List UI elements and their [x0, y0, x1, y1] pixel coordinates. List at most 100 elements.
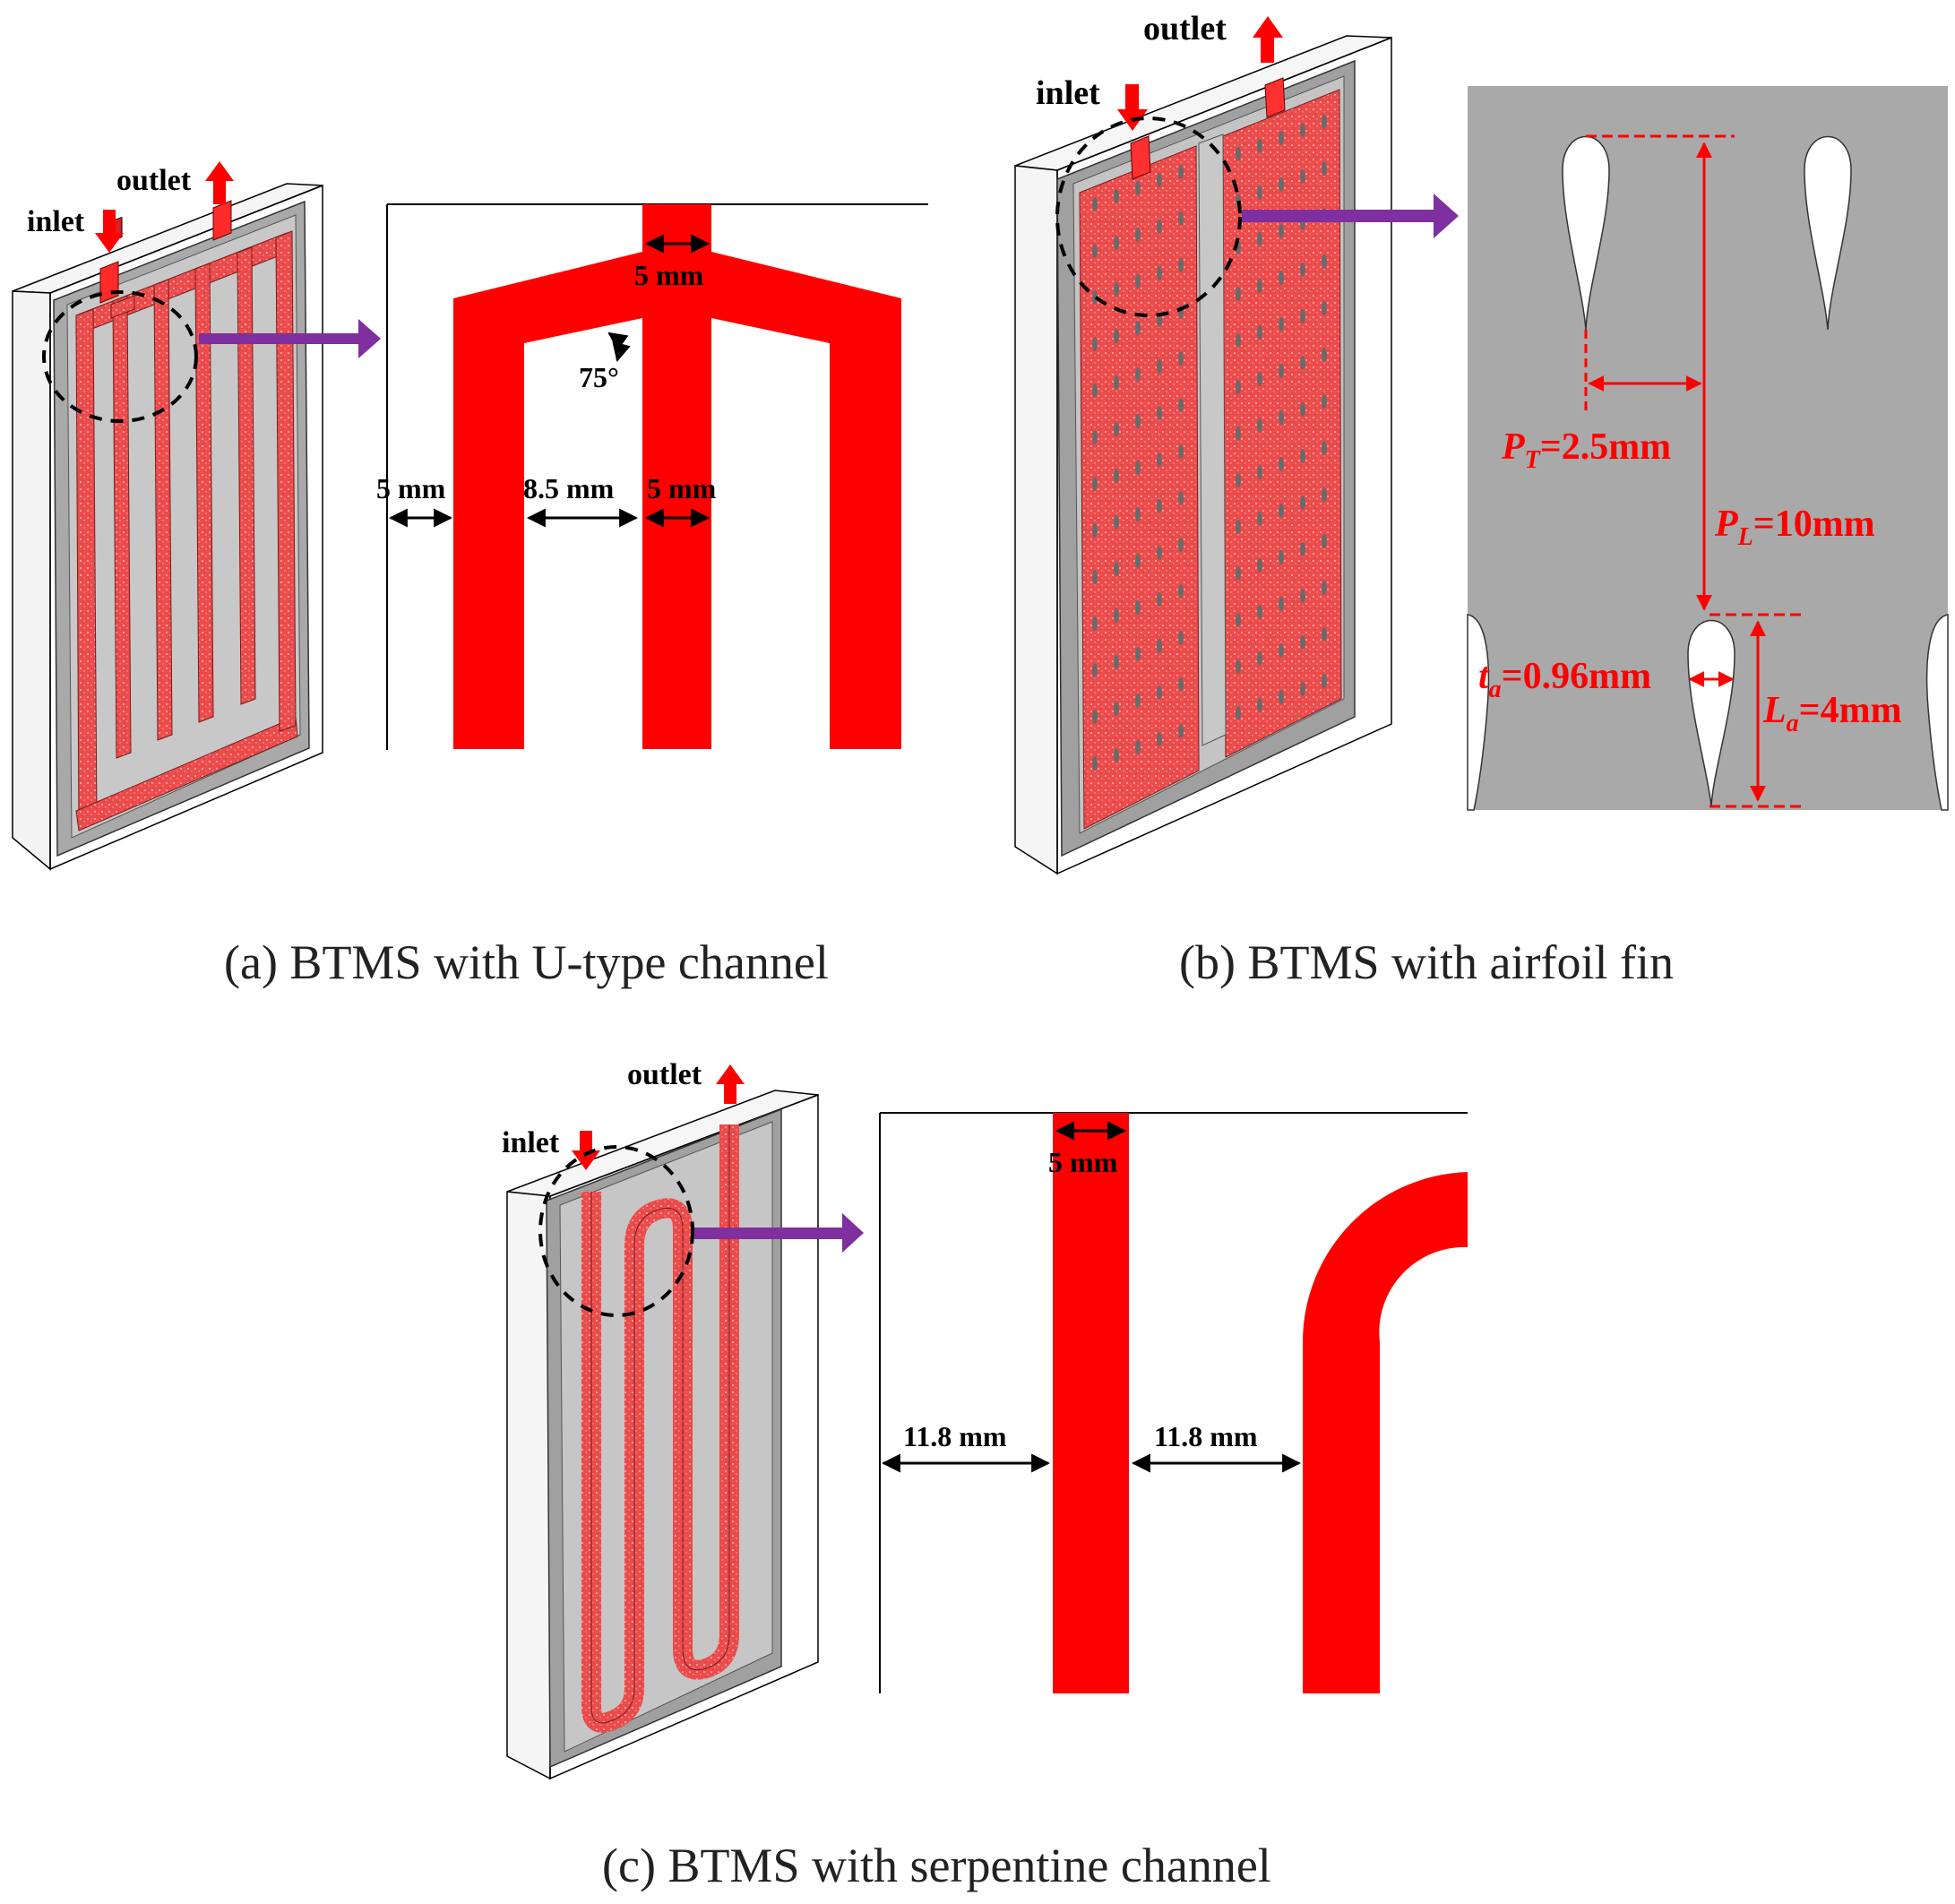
fin-dot	[1114, 469, 1119, 483]
fin-dot	[1157, 499, 1162, 513]
airfoil-fin	[1804, 135, 1852, 331]
fin-dot	[1279, 597, 1284, 611]
fin-dot	[1092, 290, 1098, 305]
fin-dot	[1279, 364, 1284, 378]
panel-a-inlet-arrow	[95, 210, 124, 253]
panel-b-ta-label: ta=0.96mm	[1478, 656, 1651, 703]
fin-dot	[1279, 410, 1284, 425]
serpentine-plate-3d	[506, 1090, 819, 1780]
panel-b-pl-label: PL=10mm	[1714, 504, 1875, 551]
fin-dot	[1157, 220, 1162, 234]
fin-dot	[1157, 685, 1162, 700]
fin-dot	[1092, 244, 1098, 258]
u-channel-manifold	[453, 204, 901, 749]
fin-dot	[1178, 631, 1184, 645]
fin-dot	[1135, 367, 1141, 382]
fin-dot	[1257, 185, 1262, 200]
fin-dot	[1300, 449, 1305, 463]
panel-c-detail	[879, 1112, 1468, 1693]
panel-b-zoom-circle	[1055, 116, 1242, 317]
fin-dot	[1135, 414, 1141, 428]
fin-dot	[1257, 698, 1262, 712]
panel-b-outlet-arrow	[1253, 16, 1283, 63]
fin-dot	[1135, 181, 1141, 195]
fin-dot	[1257, 512, 1262, 526]
fin-dot	[1092, 570, 1098, 584]
fin-dot	[1300, 589, 1305, 603]
fin-dot	[1322, 394, 1327, 409]
fin-dot	[1135, 228, 1141, 242]
panel-a-outlet-arrow	[205, 161, 234, 204]
fin-dot	[1114, 655, 1119, 669]
fin-dot	[1236, 566, 1241, 581]
fin-dot	[1114, 329, 1119, 343]
fin-dot	[1279, 131, 1284, 145]
fin-dot	[1114, 702, 1119, 716]
fin-dot	[1257, 558, 1262, 573]
fin-dot	[1092, 197, 1098, 211]
panel-a-dim-center: 5 mm	[647, 472, 717, 504]
fin-dot	[1322, 301, 1327, 315]
fin-dot	[1178, 444, 1184, 459]
fin-dot	[1092, 710, 1098, 724]
panel-c-outlet-arrow	[716, 1064, 745, 1104]
fin-dot	[1114, 608, 1119, 623]
panel-c-inlet-label: inlet	[502, 1126, 560, 1159]
fin-dot	[1157, 359, 1162, 374]
fin-dot	[1322, 115, 1327, 129]
fin-dot	[1135, 461, 1141, 475]
fin-dot	[1092, 477, 1098, 491]
panel-a-dim-left: 5 mm	[376, 472, 446, 504]
fin-dot	[1135, 274, 1141, 289]
fin-dot	[1114, 189, 1119, 203]
fin-dot	[1092, 756, 1098, 771]
fin-dot	[1322, 254, 1327, 269]
fin-dot	[1092, 663, 1098, 677]
panel-c-zoom-circle	[538, 1145, 694, 1317]
fin-dot	[1157, 592, 1162, 607]
fin-dot	[1257, 232, 1262, 246]
fin-dot	[1236, 613, 1241, 627]
fin-dot	[1257, 418, 1262, 433]
fin-dot	[1092, 337, 1098, 351]
fin-dot	[1114, 515, 1119, 530]
fin-dot	[1300, 635, 1305, 650]
fin-dot	[1135, 554, 1141, 568]
fin-dot	[1114, 375, 1119, 390]
fin-dot	[1236, 473, 1241, 487]
panel-a-angle: 75°	[579, 361, 619, 393]
panel-a: inlet outlet 5 mm 75° 5 mm 8.5 mm 5 mm (…	[12, 161, 928, 989]
fin-dot	[1157, 266, 1162, 280]
panel-c-dim-right: 11.8 mm	[1154, 1420, 1258, 1452]
panel-a-dim-gap: 8.5 mm	[523, 472, 615, 504]
fin-dot	[1157, 406, 1162, 420]
fin-dot	[1135, 507, 1141, 521]
fin-dot	[1178, 584, 1184, 599]
fin-dot	[1322, 161, 1327, 176]
fin-dot	[1135, 740, 1141, 754]
fin-dot	[1322, 627, 1327, 642]
fin-dot	[1257, 372, 1262, 386]
fin-dot	[1279, 177, 1284, 192]
fin-dot	[1279, 550, 1284, 564]
fin-dot	[1135, 647, 1141, 661]
fin-dot	[1236, 380, 1241, 394]
fin-dot	[1322, 348, 1327, 362]
fin-dot	[1300, 682, 1305, 696]
panel-b: inlet outlet PT=2.5mm PL=10mm ta=0.96mm	[1014, 10, 1949, 989]
panel-c-caption: (c) BTMS with serpentine channel	[602, 1839, 1271, 1892]
fin-dot	[1300, 402, 1305, 417]
panel-a-outlet-label: outlet	[116, 164, 192, 197]
fin-dot	[1279, 317, 1284, 332]
fin-dot	[1257, 325, 1262, 340]
fin-dot	[1257, 139, 1262, 153]
fin-dot	[1236, 659, 1241, 674]
fin-dot	[1157, 732, 1162, 746]
fin-dot	[1236, 147, 1241, 161]
panel-c-dim-left: 11.8 mm	[903, 1420, 1007, 1452]
fin-dot	[1092, 523, 1098, 538]
fin-dot	[1157, 546, 1162, 560]
fin-dot	[1236, 287, 1241, 301]
panel-a-detail	[386, 203, 928, 750]
panel-b-inlet-label: inlet	[1036, 74, 1100, 112]
